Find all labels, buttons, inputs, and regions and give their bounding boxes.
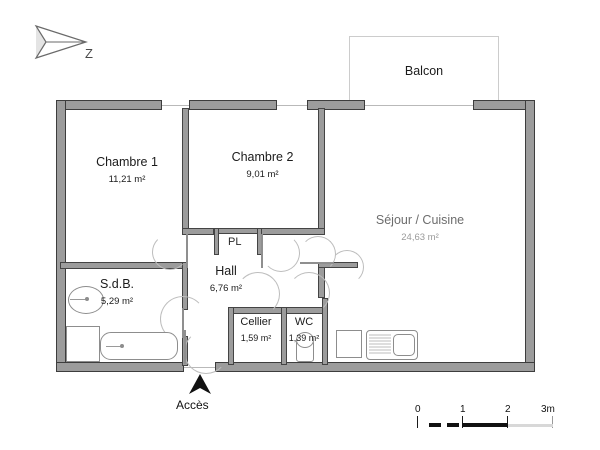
compass: Z <box>28 18 108 66</box>
toilet-bowl-icon <box>296 332 314 348</box>
door-arc-chambre1 <box>152 234 188 270</box>
closet-wall-top <box>214 228 262 234</box>
scale-segment-light <box>508 424 553 427</box>
door-leaf-chambre2 <box>261 234 263 268</box>
door-arc-entry <box>184 330 228 374</box>
door-leaf-entry <box>184 330 186 364</box>
exterior-wall-top-a <box>56 100 162 110</box>
closet-wall-left <box>214 228 219 255</box>
scale-tick-2: 2 <box>505 404 511 415</box>
scale-segment-dash-a <box>429 423 441 427</box>
room-label-wc: WC 1,39 m² <box>288 316 320 343</box>
exterior-wall-bottom-a <box>56 362 184 372</box>
scale-tick-0: 0 <box>415 404 421 415</box>
door-arc-wc <box>288 272 330 314</box>
bathtub-tap-line <box>106 346 122 347</box>
room-label-chambre1: Chambre 1 11,21 m² <box>96 155 158 185</box>
sink-drain-icon <box>85 297 89 301</box>
washing-machine-icon <box>66 326 100 362</box>
scale-tick-mark-0 <box>417 416 418 428</box>
balcony-outline <box>349 36 499 105</box>
partition-hall-top-right <box>260 228 325 235</box>
scale-bar: 0 1 2 3m <box>415 404 555 436</box>
partition-cellier-left <box>228 307 234 365</box>
entrance-arrow-icon <box>189 374 211 394</box>
exterior-wall-left <box>56 100 66 372</box>
door-leaf-sdb <box>182 308 184 338</box>
kitchen-cabinet-icon <box>336 330 362 358</box>
door-arc-cellier <box>236 272 280 316</box>
closet-label: PL <box>228 236 242 248</box>
north-arrow-icon <box>34 24 88 60</box>
compass-label: Z <box>85 46 93 61</box>
door-leaf-sejour <box>300 262 334 264</box>
room-label-balcon: Balcon <box>404 64 444 78</box>
room-label-sejour: Séjour / Cuisine 24,63 m² <box>375 213 465 243</box>
scale-segment-solid <box>462 423 508 427</box>
balcony-door-opening <box>365 100 473 110</box>
access-label: Accès <box>176 398 209 412</box>
scale-tick-mark-1 <box>462 416 463 428</box>
door-arc-chambre2 <box>262 234 300 272</box>
exterior-wall-top-c <box>307 100 365 110</box>
scale-tick-mark-2 <box>507 416 508 428</box>
room-label-cellier: Cellier 1,59 m² <box>240 316 272 343</box>
scale-tick-1: 1 <box>460 404 466 415</box>
exterior-wall-right <box>525 100 535 372</box>
kitchen-basin-icon <box>393 334 415 356</box>
partition-chambre2-right <box>318 108 325 234</box>
room-label-chambre2: Chambre 2 9,01 m² <box>231 150 294 180</box>
sink-tap-line <box>70 299 88 300</box>
scale-segment-dash-b <box>447 423 459 427</box>
scale-tick-3: 3m <box>541 404 555 415</box>
room-label-sdb: S.d.B. 5,29 m² <box>99 277 135 307</box>
partition-cellier-wc-divider <box>281 307 287 365</box>
door-leaf-chambre1 <box>186 234 188 268</box>
door-arc-sejour-side <box>330 250 364 284</box>
exterior-wall-top-b <box>189 100 277 110</box>
partition-hall-top-left <box>182 228 214 235</box>
scale-tick-mark-3 <box>552 416 553 428</box>
exterior-wall-bottom-b <box>215 362 535 372</box>
partition-chambre1-right <box>182 108 189 234</box>
bathtub-drain-icon <box>120 344 124 348</box>
window-chambre2 <box>277 100 307 110</box>
window-chambre1 <box>162 100 189 110</box>
drainboard-icon <box>369 334 391 354</box>
door-arc-sdb <box>160 296 206 342</box>
room-label-hall: Hall 6,76 m² <box>209 264 243 294</box>
